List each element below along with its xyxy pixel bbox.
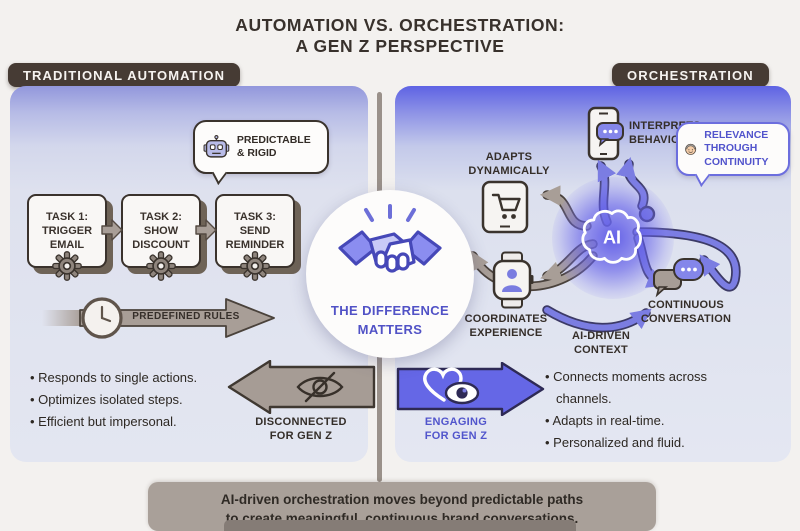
robot-icon — [203, 135, 230, 158]
difference-matters-label: THE DIFFERENCE MATTERS — [331, 302, 449, 340]
task2-line3: DISCOUNT — [132, 239, 190, 252]
predefined-rules-label: PREDEFINED RULES — [132, 311, 240, 322]
orchestration-bullet-list: • Connects moments across channels. • Ad… — [545, 366, 741, 454]
page-title: AUTOMATION VS. ORCHESTRATION: A GEN Z PE… — [0, 15, 800, 57]
engaging-arrow — [396, 362, 545, 416]
eye-slash-icon — [296, 371, 344, 403]
task2-line2: SHOW — [143, 224, 179, 237]
task1-line2: TRIGGER — [41, 224, 93, 237]
gear-icon — [52, 251, 82, 281]
footer-line1: AI-driven orchestration moves beyond pre… — [220, 492, 584, 507]
predictable-rigid-label: PREDICTABLE & RIGID — [236, 133, 311, 159]
bullet-item: • Efficient but impersonal. — [30, 414, 177, 429]
ai-label: AI — [603, 227, 621, 247]
engaging-verdict: ENGAGING FOR GEN Z — [400, 415, 512, 444]
task-flow-arrow-icon — [195, 219, 217, 241]
task-box-1: TASK 1: TRIGGER EMAIL — [27, 194, 107, 268]
traditional-bullet-list: • Responds to single actions. • Optimize… — [30, 367, 242, 433]
handshake-icon — [338, 204, 442, 273]
disconnected-verdict: DISCONNECTED FOR GEN Z — [238, 415, 364, 444]
bullet-item: • Responds to single actions. — [30, 370, 198, 385]
coordinates-experience-label: COORDINATES EXPERIENCE — [464, 313, 548, 340]
ai-brain-icon: AI — [581, 209, 642, 264]
adapts-dynamically-label: ADAPTS DYNAMICALLY — [468, 151, 550, 178]
difference-matters-circle: THE DIFFERENCE MATTERS — [306, 190, 474, 358]
relevance-bubble: RELEVANCE THROUGH CONTINUITY — [676, 122, 790, 187]
smartwatch-icon — [492, 251, 534, 309]
bullet-item: • Personalized and fluid. — [545, 435, 685, 450]
shopping-cart-tablet-icon — [481, 180, 529, 234]
bullet-item: • Adapts in real-time. — [545, 413, 665, 428]
gear-icon — [240, 251, 270, 281]
person-face-icon — [685, 143, 697, 155]
gear-icon — [146, 251, 176, 281]
phone-icon — [587, 106, 624, 161]
task3-line2: SEND — [239, 224, 271, 237]
center-line2: MATTERS — [357, 321, 423, 337]
continuous-conversation-label: CONTINUOUS CONVERSATION — [640, 299, 732, 326]
title-line-1: AUTOMATION VS. ORCHESTRATION: — [235, 15, 565, 35]
task3-line1: TASK 3: — [234, 210, 276, 223]
relevance-label: RELEVANCE THROUGH CONTINUITY — [704, 129, 769, 168]
task-flow-arrow-icon — [101, 219, 123, 241]
task-box-3: TASK 3: SEND REMINDER — [215, 194, 295, 268]
task-box-2: TASK 2: SHOW DISCOUNT — [121, 194, 201, 268]
engaging-line2: FOR GEN Z — [424, 430, 488, 443]
bullet-item: • Optimizes isolated steps. — [30, 392, 183, 407]
badge-traditional-automation: TRADITIONAL AUTOMATION — [8, 63, 241, 87]
disconnected-line1: DISCONNECTED — [255, 416, 347, 428]
footer-strip — [224, 520, 576, 531]
bullet-item: • Connects moments across channels. — [545, 369, 708, 406]
task3-line3: REMINDER — [225, 239, 285, 252]
heart-eye-icon — [423, 367, 480, 405]
title-line-2: A GEN Z PERSPECTIVE — [295, 36, 505, 56]
task1-line1: TASK 1: — [46, 210, 88, 223]
engaging-line1: ENGAGING — [424, 416, 488, 428]
ai-driven-context-label: AI-DRIVEN CONTEXT — [571, 330, 631, 357]
center-line1: THE DIFFERENCE — [330, 303, 450, 318]
disconnected-line2: FOR GEN Z — [269, 430, 333, 443]
badge-orchestration: ORCHESTRATION — [612, 63, 769, 87]
predictable-rigid-bubble: PREDICTABLE & RIGID — [193, 120, 329, 185]
predefined-rules-arrow — [42, 297, 275, 339]
task2-line1: TASK 2: — [140, 210, 182, 223]
task1-line3: EMAIL — [49, 239, 85, 252]
chat-bubbles-icon — [653, 258, 704, 298]
disconnected-arrow — [227, 360, 376, 414]
